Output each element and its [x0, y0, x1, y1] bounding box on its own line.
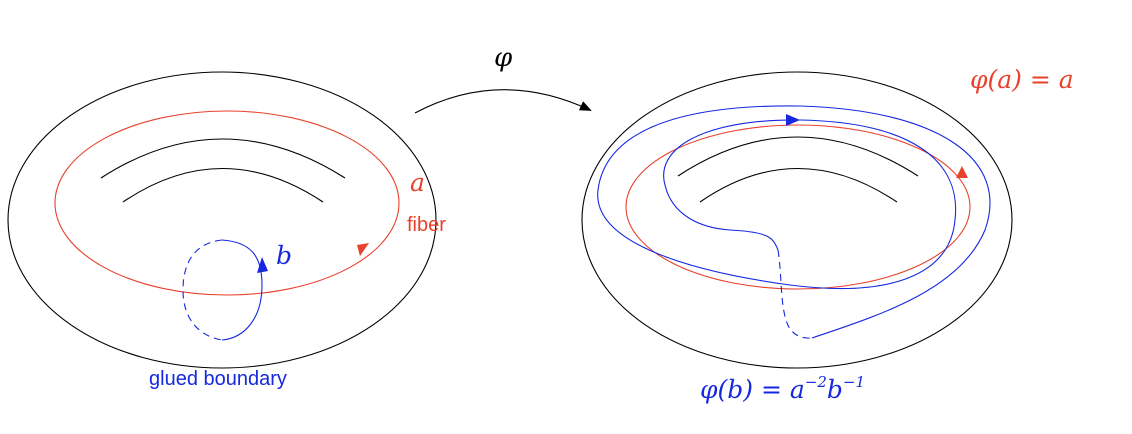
left-curve-b-solid	[221, 239, 263, 341]
map-label-phi: φ	[494, 43, 513, 73]
left-curve-a-arrowhead	[357, 243, 369, 256]
formula-phi-a: φ(a) = a	[970, 65, 1074, 94]
formula-phi-b-main: φ(b) = a	[700, 375, 805, 404]
left-torus-hole-lower	[122, 167, 324, 203]
left-curve-b-dashed	[182, 239, 223, 341]
formula-phi-b-exp2: −1	[843, 373, 865, 391]
left-torus-hole-upper	[100, 138, 346, 179]
glued-boundary-caption: glued boundary	[149, 368, 287, 390]
right-curve-a	[625, 124, 971, 290]
right-curve-phi-b-dashed	[777, 249, 813, 339]
left-torus-outer-outline	[7, 71, 437, 369]
left-curve-a	[54, 110, 400, 296]
right-torus-outer-outline	[581, 71, 1013, 369]
right-curve-phi-b	[597, 105, 991, 339]
right-curve-a-arrowhead	[956, 166, 968, 178]
left-label-fiber: fiber	[407, 214, 446, 236]
formula-phi-b-base2: b	[827, 375, 843, 404]
left-label-b: b	[276, 241, 292, 270]
formula-phi-b-exp1: −2	[805, 373, 827, 391]
formula-phi-b: φ(b) = a−2b−1	[700, 373, 865, 404]
left-curve-b-arrowhead	[257, 257, 268, 273]
left-torus	[7, 71, 437, 369]
map-arrow	[414, 89, 592, 114]
right-curve-phi-b-arrowhead	[786, 114, 800, 126]
right-torus	[581, 71, 1013, 369]
right-torus-hole-upper	[677, 136, 919, 177]
right-torus-hole-lower	[699, 168, 898, 203]
left-label-a: a	[410, 168, 425, 197]
